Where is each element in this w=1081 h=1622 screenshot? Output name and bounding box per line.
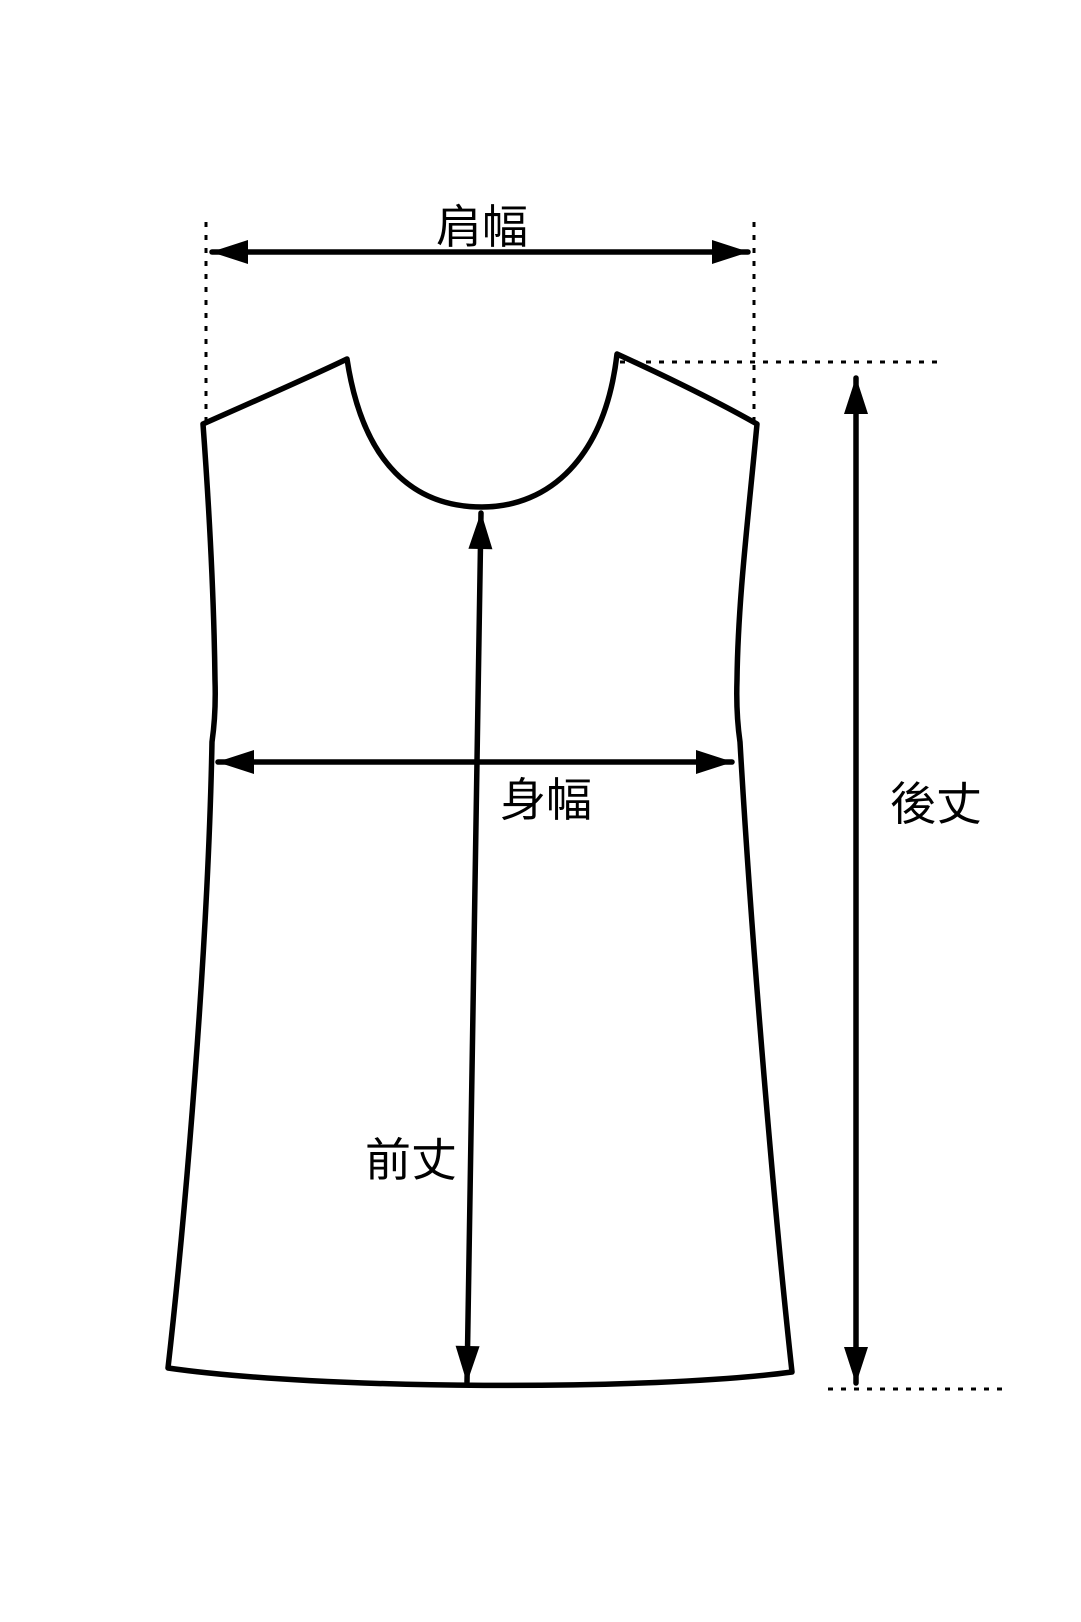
body-width-label: 身幅 [500, 774, 592, 826]
diagram-linework [165, 222, 1008, 1391]
front-length-label: 前丈 [365, 1134, 457, 1186]
garment-outline-path [165, 351, 795, 1389]
measurement-arrows [209, 240, 868, 1386]
front-length-arrow [455, 510, 493, 1385]
dotted-guides [204, 222, 1008, 1391]
back-length-label: 後丈 [890, 778, 982, 830]
shoulder-width-label: 肩幅 [436, 201, 528, 253]
measurement-labels: 肩幅 身幅 前丈 後丈 [365, 201, 982, 1186]
